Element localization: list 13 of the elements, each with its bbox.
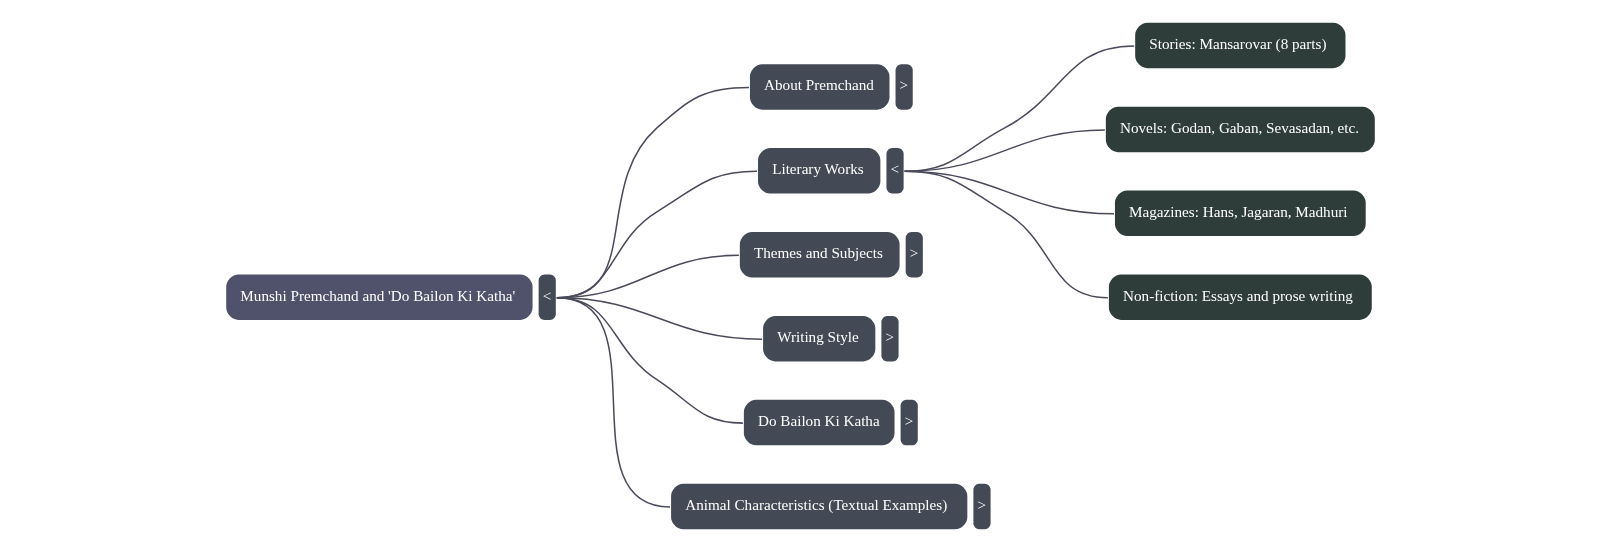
node-box: Novels: Godan, Gaban, Sevasadan, etc.	[1105, 106, 1375, 153]
node-label: <	[542, 286, 551, 304]
node-box: Non-fiction: Essays and prose writing	[1108, 274, 1372, 320]
node-label: <	[889, 160, 899, 178]
connector	[903, 170, 1109, 299]
node-label: >	[904, 412, 913, 430]
node-label: >	[884, 328, 894, 346]
node-label: >	[976, 496, 986, 514]
node-label: >	[899, 76, 908, 94]
connector	[555, 297, 671, 508]
node-label: >	[909, 244, 918, 262]
node-box: Stories: Mansarovar (8 parts)	[1134, 22, 1345, 69]
node-box: Magazines: Hans, Jagaran, Madhuri	[1114, 190, 1366, 237]
